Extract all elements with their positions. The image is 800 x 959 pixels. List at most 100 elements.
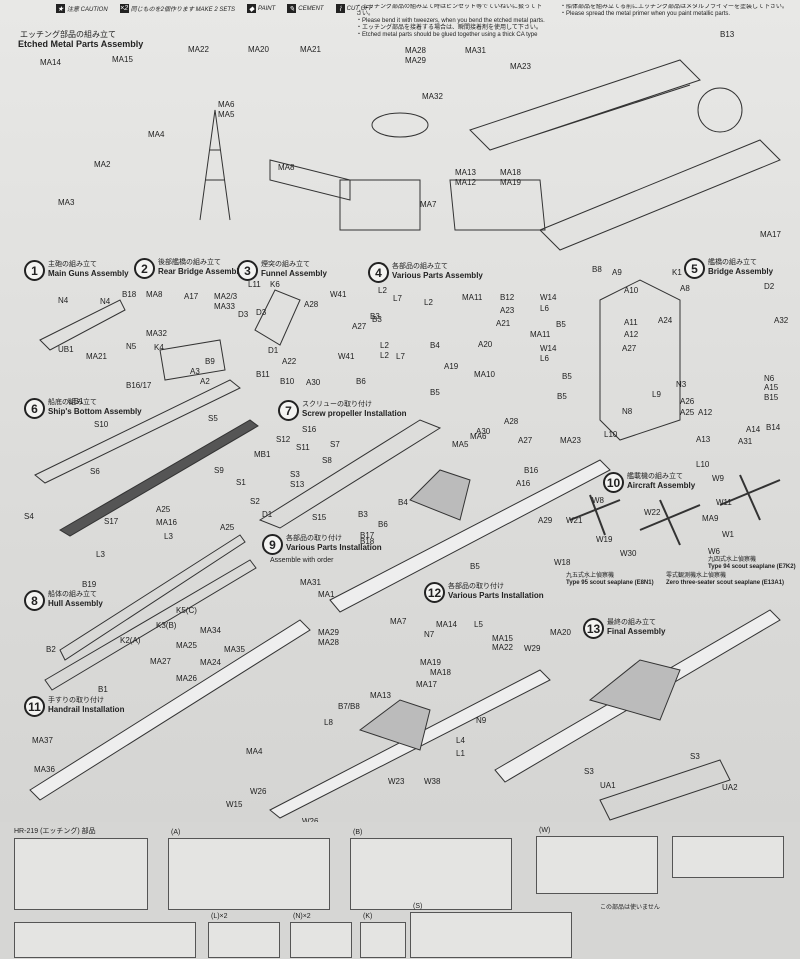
part-label: A28 (504, 417, 519, 426)
part-label: MA29 (405, 56, 426, 65)
part-label: B10 (280, 377, 295, 386)
part-label: S1 (236, 478, 246, 487)
mast-tower-drawing (199, 109, 231, 221)
part-label: B11 (256, 370, 270, 379)
part-label: W38 (424, 777, 441, 786)
type95-en: Type 95 scout seaplane (E8N1) (566, 580, 654, 586)
runner-color-guide (672, 836, 784, 878)
part-label: L7 (396, 352, 405, 361)
part-label: UA1 (600, 781, 616, 790)
part-label: MA14 (436, 620, 457, 629)
part-label: MA2 (94, 160, 111, 169)
part-label: A23 (500, 306, 515, 315)
final-superstructure-drawing (588, 659, 681, 721)
part-label: N8 (622, 407, 633, 416)
part-label: A27 (352, 322, 367, 331)
handrail-hull-drawing (29, 619, 311, 801)
ladder-drawing (269, 159, 351, 201)
paint-icon: ◆ (247, 4, 257, 13)
part-label: S16 (302, 425, 317, 434)
part-label: K5(C) (176, 606, 197, 615)
part-label: MA11 (530, 330, 551, 339)
parts-runner-area: HR-219 (エッチング) 部品 (A) (B) (W) (L)×2 (N)×… (0, 822, 800, 959)
part-label: B7/B8 (338, 702, 360, 711)
part-label: UB1 (68, 397, 84, 406)
part-label: A16 (516, 479, 531, 488)
part-label: A21 (496, 319, 511, 328)
part-label: A2 (200, 377, 210, 386)
etched-header-jp: エッチング部品の組み立て (20, 30, 116, 39)
step-number: 12 (424, 582, 445, 603)
runner-hull (14, 922, 196, 958)
part-label: S2 (250, 497, 260, 506)
part-label: MA9 (702, 514, 719, 523)
runner-n: (N)×2 (290, 913, 352, 958)
part-label: MA32 (146, 329, 167, 338)
etched-header-en: Etched Metal Parts Assembly (18, 39, 144, 49)
runner-l: (L)×2 (208, 913, 280, 958)
runner-w: (W) (536, 827, 658, 894)
part-label: W41 (338, 352, 355, 361)
type95-jp: 九五式水上偵察機 (566, 573, 615, 579)
part-label: L5 (474, 620, 483, 629)
part-label: W14 (540, 344, 557, 353)
part-label: MA20 (550, 628, 571, 637)
part-label: B5 (470, 562, 480, 571)
part-label: L9 (652, 390, 661, 399)
part-label: K6 (270, 280, 280, 289)
part-label: A24 (658, 316, 673, 325)
part-label: MA17 (760, 230, 781, 239)
part-label: B18 (360, 537, 375, 546)
part-label: MA7 (390, 617, 407, 626)
part-label: D1 (268, 346, 279, 355)
part-label: W41 (330, 290, 347, 299)
part-label: L11 (248, 280, 261, 289)
part-label: UB1 (58, 345, 74, 354)
ship-bottom-drawing (59, 419, 259, 537)
stand-drawing (599, 759, 731, 821)
part-label: A17 (184, 292, 199, 301)
part-label: MA4 (246, 747, 263, 756)
part-label: S15 (312, 513, 327, 522)
step-number: 2 (134, 258, 155, 279)
part-label: S4 (24, 512, 34, 521)
part-label: B17 (360, 531, 375, 540)
part-label: L6 (540, 304, 549, 313)
part-label: W8 (592, 496, 604, 505)
part-label: MB1 (254, 450, 271, 459)
part-label: B6 (356, 377, 366, 386)
part-label: N7 (424, 630, 435, 639)
part-label: A3 (190, 367, 200, 376)
part-label: N9 (476, 716, 487, 725)
part-label: B5 (562, 372, 572, 381)
part-label: A27 (622, 344, 637, 353)
part-label: MA15 (492, 634, 513, 643)
part-label: MA20 (248, 45, 269, 54)
part-label: MA5 (218, 110, 235, 119)
part-label: A22 (282, 357, 297, 366)
part-label: A12 (698, 408, 713, 417)
part-label: MA18 (430, 668, 451, 677)
superstructure-drawing (409, 469, 471, 521)
aircraft-1-drawing (569, 494, 621, 536)
part-label: B5 (557, 392, 567, 401)
part-label: MA28 (318, 638, 339, 647)
part-label: MA8 (278, 163, 295, 172)
part-label: N4 (100, 297, 111, 306)
part-label: MA23 (510, 62, 531, 71)
step-number: 4 (368, 262, 389, 283)
part-label: MA33 (214, 302, 235, 311)
part-label: A30 (476, 427, 491, 436)
part-label: L10 (696, 460, 710, 469)
part-label: L3 (96, 550, 105, 559)
part-label: S8 (322, 456, 332, 465)
part-label: A11 (624, 318, 638, 327)
step-number: 9 (262, 534, 283, 555)
runner-s: (S) (410, 903, 572, 958)
cut-icon: ⌇ (335, 4, 345, 13)
part-label: B5 (556, 320, 566, 329)
